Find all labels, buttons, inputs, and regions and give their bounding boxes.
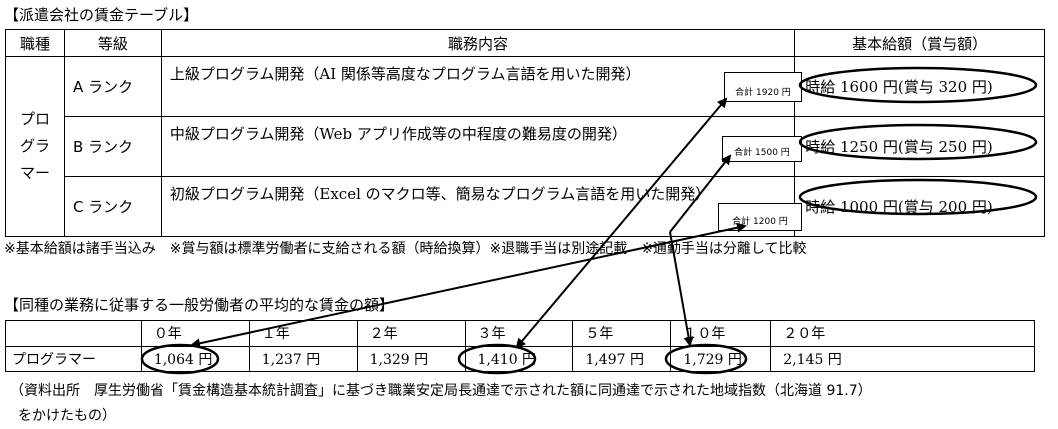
base-pay-cell: 時給 1250 円(賞与 250 円) xyxy=(794,116,1045,177)
highlight-ellipse-c xyxy=(798,178,1038,216)
source-note-line2: をかけたもの） xyxy=(18,408,116,424)
highlight-ellipse-a xyxy=(798,66,1038,104)
arrow-c-to-0y xyxy=(190,222,747,349)
total-box-a: 合計 1920 円 xyxy=(724,72,802,102)
year-header: ２０年 xyxy=(770,320,1035,347)
base-pay-text: 時給 1250 円(賞与 250 円) xyxy=(805,138,993,156)
duty-text: 中級プログラム開発（Web アプリ作成等の中程度の難易度の開発） xyxy=(169,125,627,143)
avg-header-empty xyxy=(5,320,142,347)
job-type-line: マー xyxy=(19,164,50,182)
avg-row-label: プログラマー xyxy=(5,345,142,372)
highlight-ellipse-b xyxy=(798,123,1038,161)
duty-text: 上級プログラム開発（AI 関係等高度なプログラム言語を用いた開発） xyxy=(169,65,641,83)
rank-cell: B ランク xyxy=(63,116,162,177)
job-type-line: グラ xyxy=(19,137,50,155)
header-base-pay: 基本給額（賞与額） xyxy=(794,29,1045,57)
wage-table-title: 【派遣会社の賃金テーブル】 xyxy=(4,6,199,24)
header-job-type: 職種 xyxy=(5,29,65,57)
source-note-line1: （資料出所 厚生労働省「賃金構造基本統計調査」に基づき職業安定局長通達で示された… xyxy=(10,383,872,399)
avg-value-cell: 1,064 円 xyxy=(140,345,250,372)
base-pay-cell: 時給 1600 円(賞与 320 円) xyxy=(794,56,1045,117)
job-type-line: プロ xyxy=(19,110,50,128)
header-duty: 職務内容 xyxy=(160,29,796,57)
header-grade: 等級 xyxy=(63,29,162,57)
wage-table: 職種 等級 職務内容 基本給額（賞与額） プロ グラ マー A ランク 上級プロ… xyxy=(5,29,1045,237)
arrow-a-to-3y xyxy=(515,97,728,349)
arrow-b-to-10y-lower xyxy=(669,231,694,347)
rank-cell: C ランク xyxy=(63,176,162,237)
highlight-ellipse-0y xyxy=(140,343,220,375)
avg-value-cell: 1,497 円 xyxy=(572,345,672,372)
total-box-b: 合計 1500 円 xyxy=(722,136,802,162)
base-pay-text: 時給 1600 円(賞与 320 円) xyxy=(805,78,993,96)
arrow-b-to-10y xyxy=(669,154,732,233)
highlight-ellipse-10y xyxy=(664,343,748,375)
rank-cell: A ランク xyxy=(63,56,162,117)
avg-value-cell: 2,145 円 xyxy=(770,345,1035,372)
highlight-ellipse-3y xyxy=(457,343,537,375)
wage-table-header-row: 職種 等級 職務内容 基本給額（賞与額） xyxy=(5,29,1045,57)
avg-value-cell: 1,237 円 xyxy=(248,345,358,372)
